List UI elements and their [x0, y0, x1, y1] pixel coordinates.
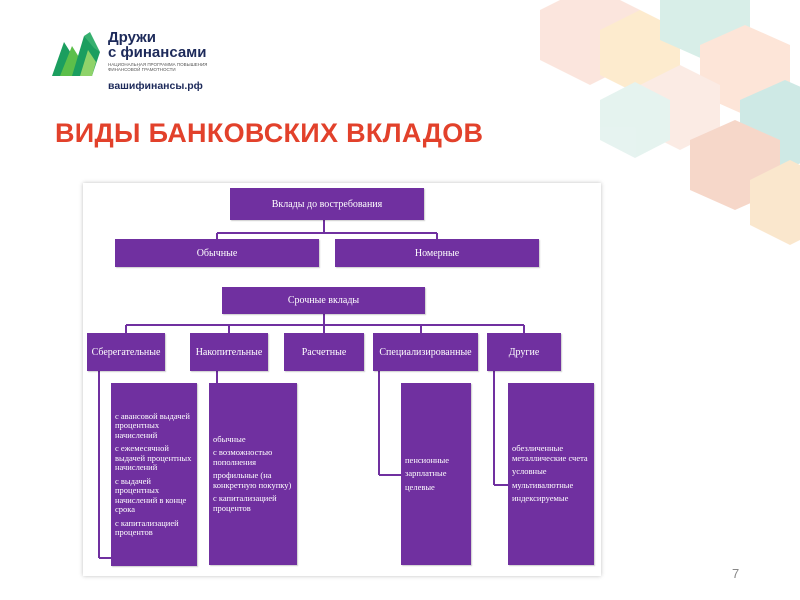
logo-url: вашифинансы.рф: [108, 80, 203, 92]
list-item: условные: [512, 466, 547, 477]
category-settlement-box: Расчетные: [284, 333, 364, 371]
page-number: 7: [732, 566, 740, 581]
list-item: обезличенные металлические счета: [512, 443, 588, 463]
logo-subtitle: НАЦИОНАЛЬНАЯ ПРОГРАММА ПОВЫШЕНИЯ ФИНАНСО…: [108, 62, 208, 72]
other-details-list: обезличенные металлические счета условны…: [508, 383, 594, 565]
savings-details-list: с авансовой выдачей процентных начислени…: [111, 383, 197, 566]
list-item: с авансовой выдачей процентных начислени…: [115, 410, 190, 440]
list-item: с капитализацией процентов: [115, 517, 179, 537]
logo-mark-icon: [52, 32, 100, 76]
specialized-details-list: пенсионные зарплатные целевые: [401, 383, 471, 565]
connector-lines: [98, 220, 525, 559]
category-other-box: Другие: [487, 333, 561, 371]
numbered-deposits-box: Номерные: [335, 239, 539, 267]
logo-title-line2: с финансами: [108, 44, 207, 61]
list-item: с ежемесячной выдачей процентных начисле…: [115, 443, 192, 472]
list-item: с выдачей процентных начислений в конце …: [115, 475, 187, 514]
list-item: обычные: [213, 433, 246, 444]
deposit-types-diagram: Вклады до востребования Обычные Номерные…: [83, 183, 601, 576]
category-accumulative-box: Накопительные: [190, 333, 268, 371]
list-item: с возможностью пополнения: [213, 447, 273, 467]
logo: Дружи с финансами НАЦИОНАЛЬНАЯ ПРОГРАММА…: [50, 30, 220, 100]
logo-title: Дружи с финансами: [108, 30, 207, 60]
list-item: мультивалютные: [512, 479, 574, 490]
list-item: профильные (на конкретную покупку): [213, 470, 292, 490]
slide-title: ВИДЫ БАНКОВСКИХ ВКЛАДОВ: [55, 118, 484, 148]
list-item: пенсионные: [405, 454, 450, 465]
accumulative-details-list: обычные с возможностью пополнения профил…: [209, 383, 297, 565]
list-item: индексируемые: [512, 493, 569, 504]
ordinary-deposits-box: Обычные: [115, 239, 319, 267]
list-item: зарплатные: [405, 468, 447, 479]
list-item: с капитализацией процентов: [213, 493, 277, 513]
demand-deposits-box: Вклады до востребования: [230, 188, 424, 220]
category-savings-box: Сберегательные: [87, 333, 165, 371]
term-deposits-box: Срочные вклады: [222, 287, 425, 314]
list-item: целевые: [405, 481, 435, 492]
category-specialized-box: Специализированные: [373, 333, 478, 371]
logo-title-line1: Дружи: [108, 29, 157, 46]
